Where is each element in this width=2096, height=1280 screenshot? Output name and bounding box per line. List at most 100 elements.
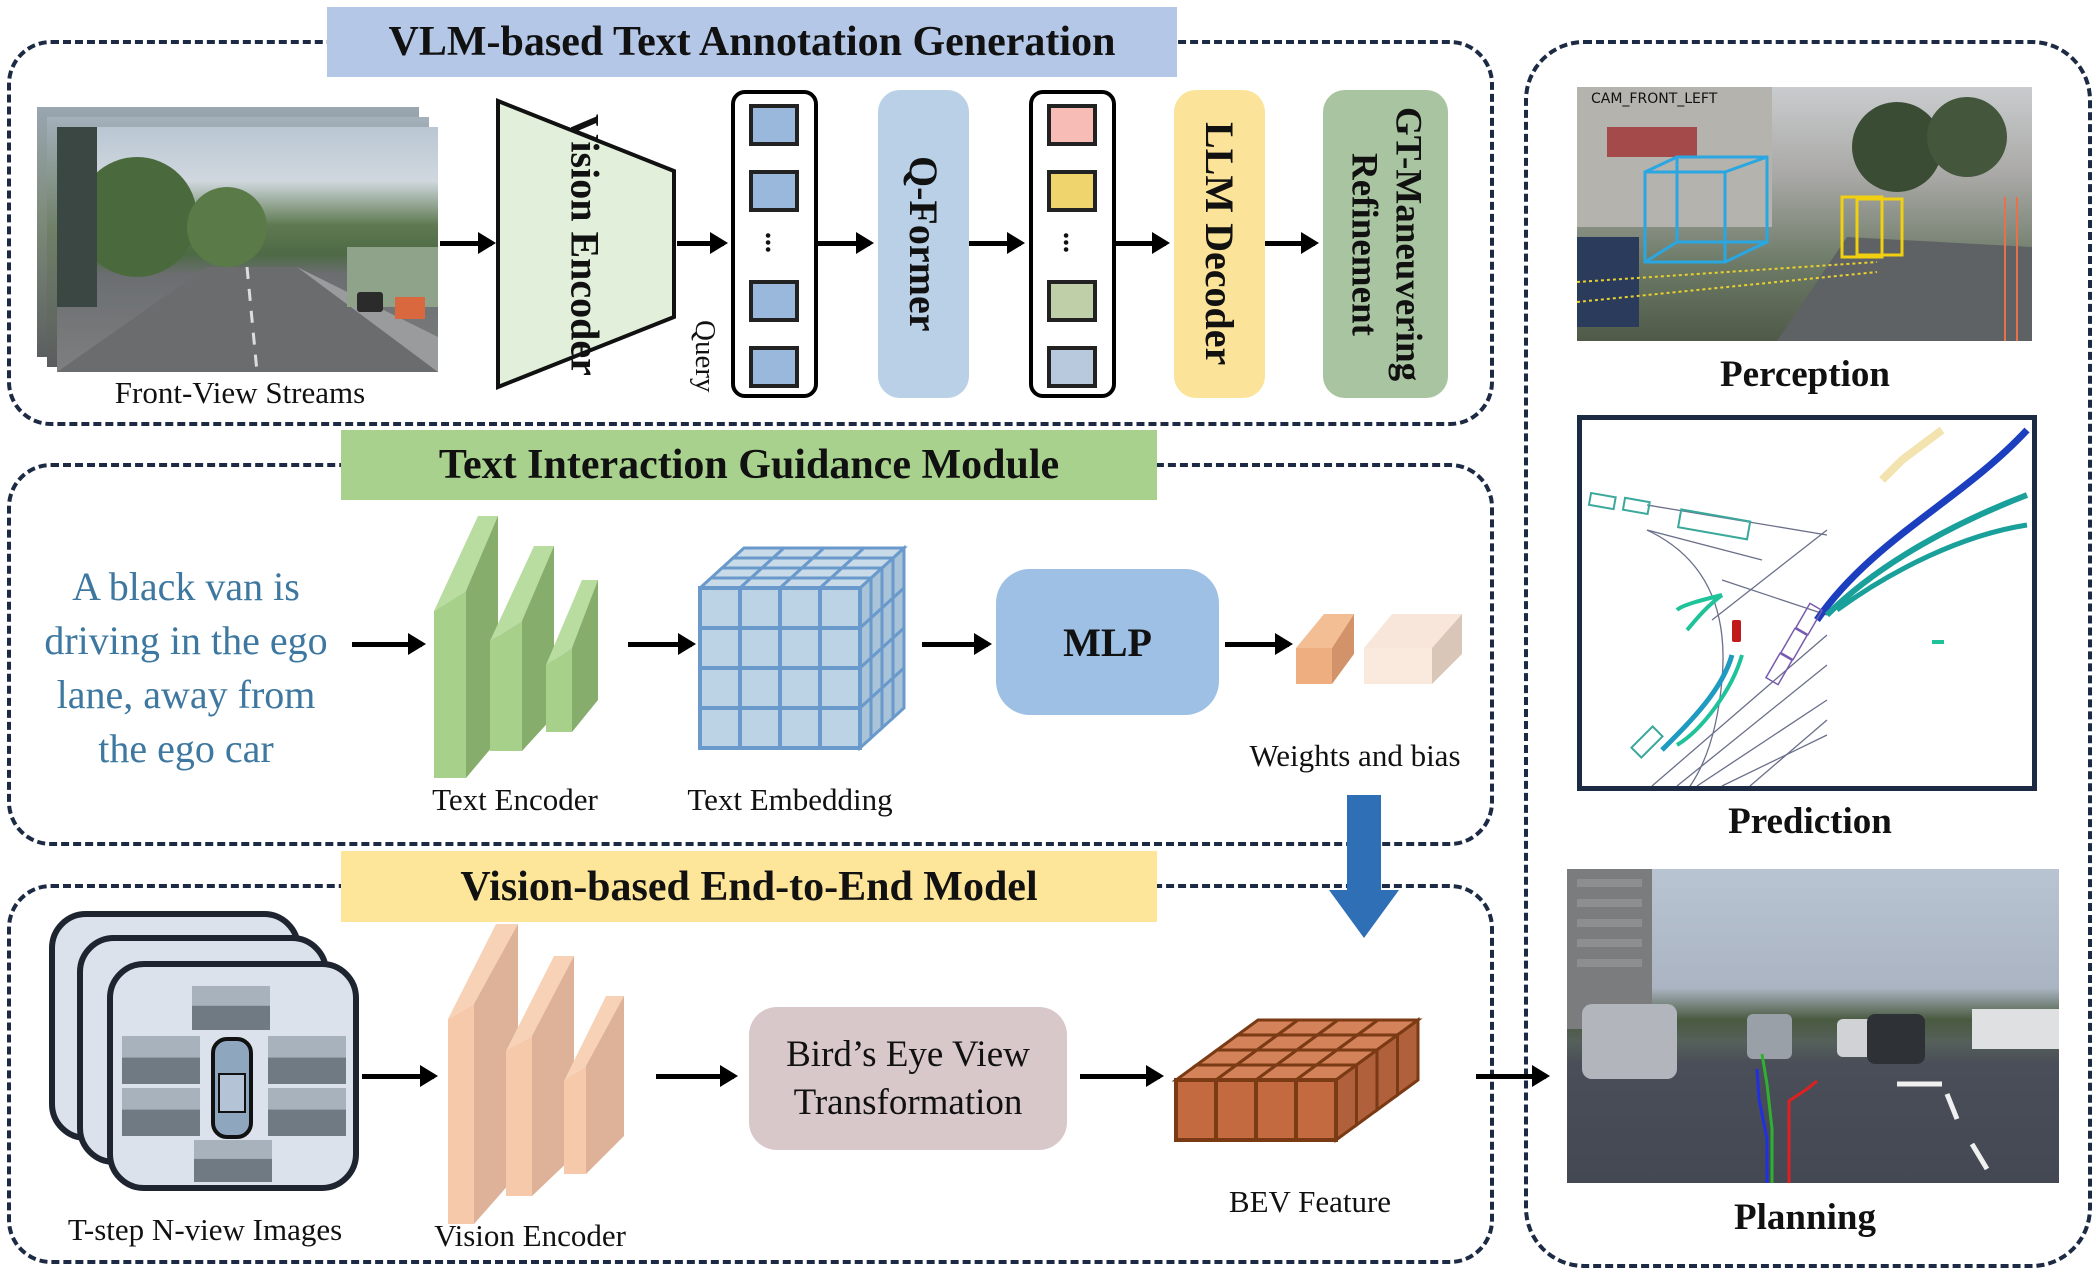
text-guidance-section-title: Text Interaction Guidance Module (341, 430, 1157, 500)
mlp-label: MLP (1063, 619, 1152, 665)
vlm-section-title: VLM-based Text Annotation Generation (327, 7, 1177, 77)
caption-line: the ego car (98, 726, 274, 771)
embedding-cell (738, 586, 782, 630)
text-encoder-block (434, 516, 598, 778)
text-embedding-cube (698, 544, 908, 752)
vision-encoder-label: Vision Encoder (562, 114, 608, 376)
vision-encoder-block (496, 98, 676, 390)
prediction-image (1577, 415, 2037, 821)
bev-feature-label: BEV Feature (1228, 1184, 1392, 1219)
embedding-cell (778, 626, 822, 670)
bev-cell (1355, 1047, 1379, 1128)
planning-scene-graphic (1567, 869, 2059, 1183)
camera-sky (192, 986, 270, 1006)
arrow-bev-transform-to-feature (1080, 1065, 1164, 1087)
guidance-down-arrow (1329, 795, 1399, 938)
embedding-cell (891, 664, 906, 722)
arrow-embedding-to-mlp (922, 633, 992, 655)
perception-label: Perception (1720, 354, 1890, 395)
llm-decoder-block: LLM Decoder (1174, 90, 1265, 398)
output-token (1047, 170, 1097, 212)
arrow-qformer-to-output (969, 232, 1025, 254)
arrow-images-to-vision-encoder-e2e (362, 1065, 438, 1087)
embedding-cell (738, 626, 782, 670)
weights-and-bias-label: Weights and bias (1249, 738, 1461, 773)
text-embedding-label: Text Embedding (687, 782, 893, 817)
prediction-label: Prediction (1728, 801, 1892, 842)
perception-image: CAM_FRONT_LEFT (1577, 87, 2032, 341)
e2e-section-title: Vision-based End-to-End Model (341, 851, 1157, 922)
camera-sky (268, 1036, 346, 1058)
embedding-cell (818, 706, 862, 750)
camera-sky (194, 1140, 272, 1159)
embedding-cell (818, 626, 862, 670)
embedding-cell (698, 666, 742, 710)
query-token (749, 104, 799, 146)
e2e-title-text: Vision-based End-to-End Model (460, 863, 1038, 910)
query-token-column: ... (731, 90, 818, 398)
embedding-cell (778, 706, 822, 750)
caption-line: lane, away from (56, 672, 316, 717)
query-ellipsis: ... (759, 232, 790, 253)
planning-label: Planning (1734, 1197, 1876, 1238)
q-former-block: Q-Former (878, 90, 969, 398)
camera-sky (268, 1088, 346, 1110)
bev-cell (1294, 1078, 1338, 1142)
embedding-cell (869, 684, 884, 742)
bev-transform-line: Bird’s Eye View (786, 1033, 1030, 1075)
arrow-bev-to-outputs (1476, 1065, 1550, 1087)
arrow-llm-to-refinement (1265, 232, 1319, 254)
car (1747, 1014, 1792, 1059)
vlm-title-text: VLM-based Text Annotation Generation (388, 19, 1116, 65)
prediction-scene-graphic (1587, 426, 2030, 821)
text-encoder-label: Text Encoder (432, 782, 598, 817)
ego-car-roof (218, 1073, 246, 1113)
embedding-cell (698, 706, 742, 750)
embedding-cell (778, 666, 822, 710)
weights-and-bias-graphic (1296, 614, 1462, 684)
output-token-column: ... (1029, 90, 1116, 398)
gt-refinement-label: GT-Maneuvering Refinement (1343, 106, 1429, 382)
embedding-cell (818, 666, 862, 710)
camera-sky (122, 1036, 200, 1058)
query-token (749, 170, 799, 212)
output-token (1047, 346, 1097, 388)
text-guidance-title-text: Text Interaction Guidance Module (438, 442, 1060, 488)
planned-trajectory (1755, 1068, 1769, 1183)
embedding-cell (818, 586, 862, 630)
arrow-images-to-vision-encoder (440, 232, 496, 254)
perception-box-red (2004, 197, 2018, 341)
query-label: Query (689, 320, 721, 393)
bev-cell (1214, 1078, 1258, 1142)
embedding-cell (880, 674, 895, 732)
arrow-vision-encoder-to-query (677, 232, 728, 254)
output-token (1047, 104, 1097, 146)
bev-cell (1396, 1017, 1420, 1098)
bev-cell (1254, 1078, 1298, 1142)
bev-cell (1375, 1032, 1399, 1113)
bev-cell (1174, 1078, 1218, 1142)
arrow-caption-to-text-encoder (352, 633, 426, 655)
llm-decoder-label: LLM Decoder (1197, 122, 1242, 366)
planning-image (1567, 869, 2059, 1183)
query-token (749, 280, 799, 322)
bev-transformation-block: Bird’s Eye View Transformation (749, 1007, 1067, 1150)
bias-block (1364, 614, 1462, 684)
ground-truth-trajectory (1760, 1053, 1774, 1183)
perception-box-yellow (1840, 195, 1904, 259)
gt-refinement-block: GT-Maneuvering Refinement (1323, 90, 1448, 398)
query-token (749, 346, 799, 388)
mlp-block: MLP (996, 569, 1219, 715)
outputs-section-frame (1524, 40, 2092, 1268)
multi-view-images (49, 911, 359, 1191)
embedding-cell (698, 586, 742, 630)
bev-feature-cube (1172, 1017, 1423, 1143)
encoder-layer (490, 546, 554, 751)
e2e-vision-encoder-block (448, 924, 624, 1224)
car (1867, 1014, 1925, 1064)
embedding-cell (738, 706, 782, 750)
embedding-cell (738, 666, 782, 710)
encoder-layer (564, 996, 624, 1174)
output-token (1047, 280, 1097, 322)
q-former-label: Q-Former (901, 156, 946, 332)
